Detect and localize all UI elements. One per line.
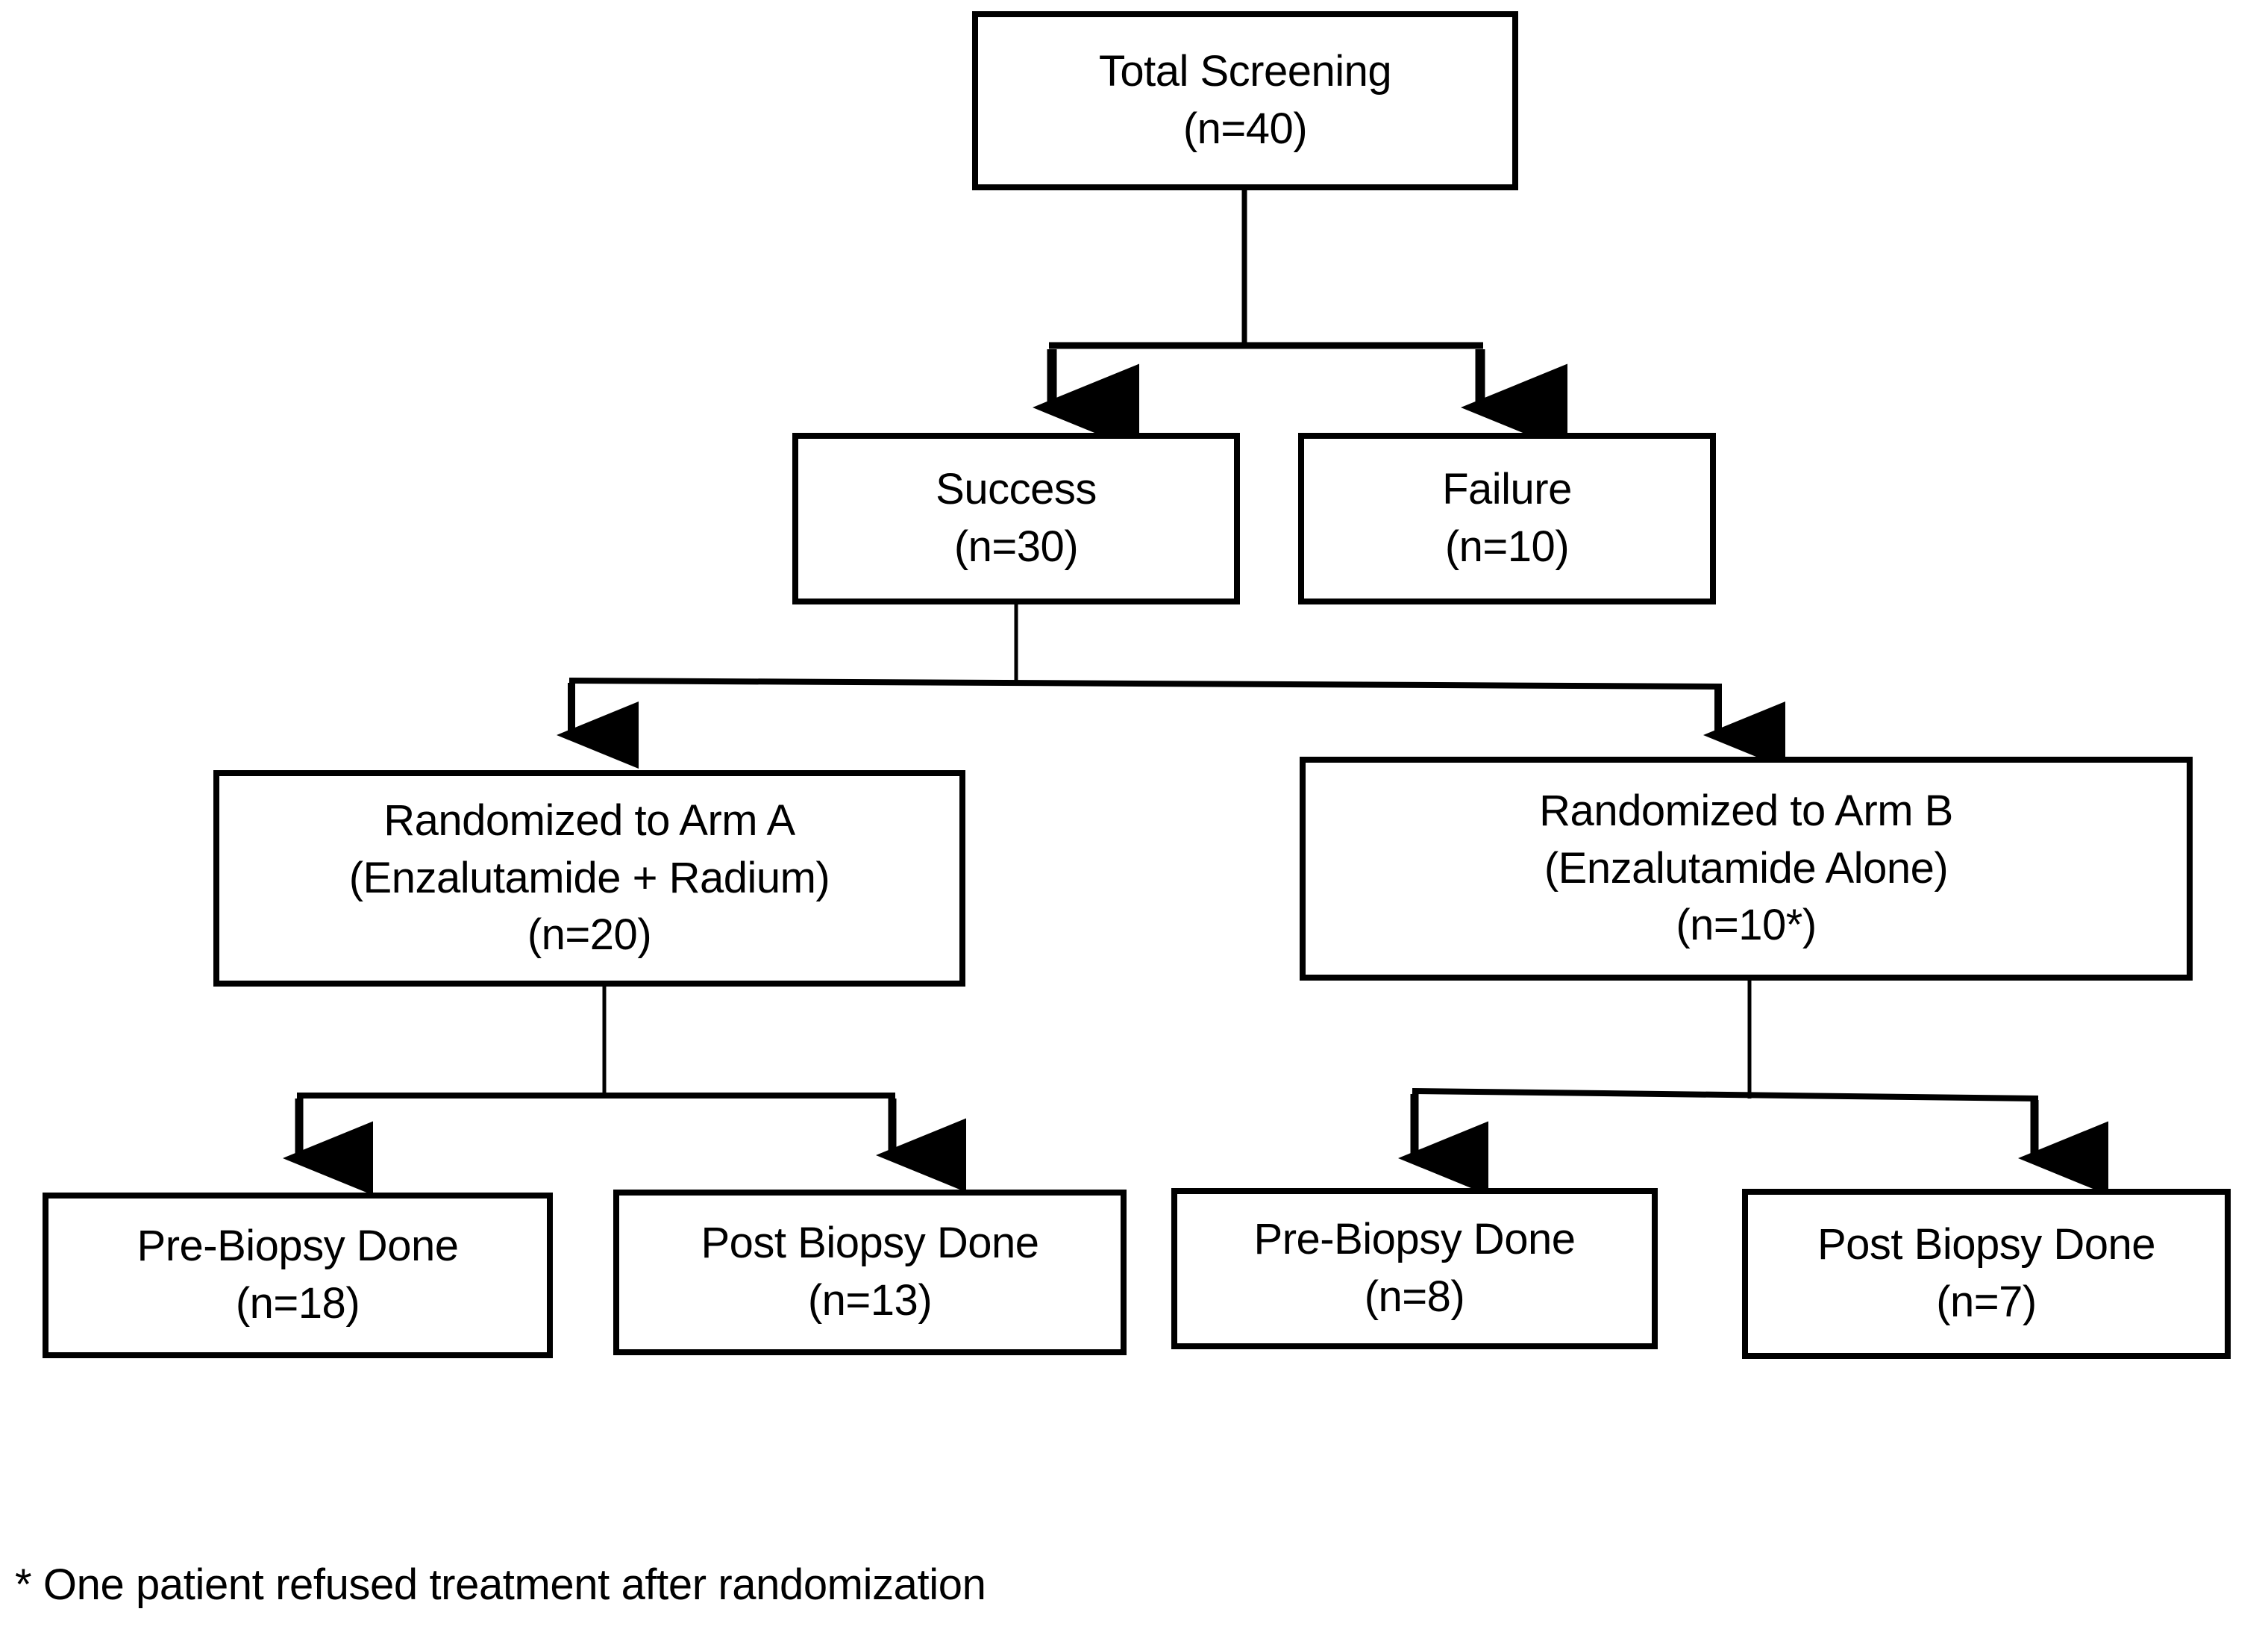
post-biopsy-a-count: (n=13) xyxy=(807,1276,933,1325)
pre-biopsy-b-label: Pre-Biopsy Done xyxy=(1253,1215,1576,1264)
arm-a-treatment: (Enzalutamide + Radium) xyxy=(348,853,830,902)
pre-biopsy-a-label: Pre-Biopsy Done xyxy=(137,1222,459,1271)
edge-arm-b-to-split xyxy=(1412,981,2039,1101)
pre-biopsy-b-count: (n=8) xyxy=(1364,1272,1465,1321)
arm-b-treatment: (Enzalutamide Alone) xyxy=(1544,843,1949,893)
success-box: Success (n=30) xyxy=(792,433,1240,604)
arm-b-count: (n=10*) xyxy=(1676,901,1817,950)
pre-biopsy-a-box: Pre-Biopsy Done (n=18) xyxy=(43,1193,553,1358)
post-biopsy-a-label: Post Biopsy Done xyxy=(701,1219,1039,1268)
failure-box: Failure (n=10) xyxy=(1298,433,1716,604)
post-biopsy-b-count: (n=7) xyxy=(1936,1278,2037,1326)
post-biopsy-a-box: Post Biopsy Done (n=13) xyxy=(613,1190,1127,1355)
total-screening-box: Total Screening (n=40) xyxy=(972,11,1518,190)
post-biopsy-b-box: Post Biopsy Done (n=7) xyxy=(1742,1189,2231,1359)
arm-a-label: Randomized to Arm A xyxy=(383,796,795,846)
pre-biopsy-a-count: (n=18) xyxy=(235,1279,360,1328)
edge-success-to-split xyxy=(568,604,1723,690)
arm-b-label: Randomized to Arm B xyxy=(1539,787,1953,836)
failure-label: Failure xyxy=(1442,465,1572,514)
failure-count: (n=10) xyxy=(1444,522,1570,571)
success-count: (n=30) xyxy=(953,522,1079,571)
edge-total-to-split xyxy=(1049,190,1483,349)
footnote-text: * One patient refused treatment after ra… xyxy=(15,1560,986,1609)
post-biopsy-b-label: Post Biopsy Done xyxy=(1817,1220,2156,1269)
total-screening-count: (n=40) xyxy=(1182,104,1308,153)
total-screening-label: Total Screening xyxy=(1098,47,1392,96)
arm-a-count: (n=20) xyxy=(527,910,652,960)
arm-b-box: Randomized to Arm B (Enzalutamide Alone)… xyxy=(1300,757,2193,981)
pre-biopsy-b-box: Pre-Biopsy Done (n=8) xyxy=(1171,1188,1658,1349)
success-label: Success xyxy=(936,465,1097,514)
arm-a-box: Randomized to Arm A (Enzalutamide + Radi… xyxy=(213,770,965,987)
edge-arm-a-to-split xyxy=(297,987,895,1099)
